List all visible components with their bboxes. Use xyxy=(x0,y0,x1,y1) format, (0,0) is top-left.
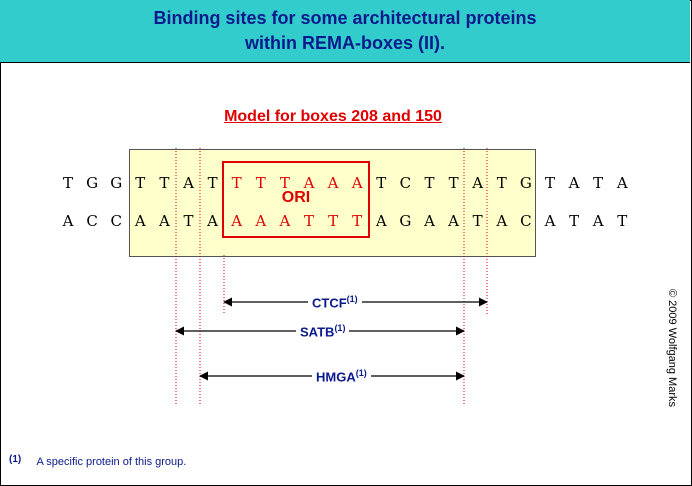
bottom-strand-base: A xyxy=(496,212,508,230)
top-strand-base: G xyxy=(519,174,532,192)
top-strand-base: G xyxy=(110,174,123,192)
top-strand-base: G xyxy=(86,174,99,192)
bottom-strand-base: G xyxy=(399,212,412,230)
bottom-strand-base: A xyxy=(231,212,243,230)
top-strand-base: T xyxy=(424,174,435,192)
top-strand-base: T xyxy=(544,174,555,192)
bottom-strand-base: T xyxy=(328,212,339,230)
bottom-strand-base: A xyxy=(424,212,435,230)
model-subtitle: Model for boxes 208 and 150 xyxy=(224,108,442,125)
top-strand-base: A xyxy=(616,174,628,192)
bottom-strand-base: C xyxy=(110,212,122,230)
top-strand-base: T xyxy=(231,174,242,192)
top-strand-base: T xyxy=(159,174,170,192)
sequence-highlight-box xyxy=(129,149,536,257)
top-strand-base: T xyxy=(593,174,604,192)
ori-box xyxy=(222,161,370,238)
satb-label: SATB(1) xyxy=(296,323,350,340)
top-strand-base: T xyxy=(135,174,146,192)
top-strand-base: T xyxy=(279,174,290,192)
title-line-2: within REMA-boxes (II). xyxy=(245,33,445,53)
top-strand-base: T xyxy=(496,174,507,192)
bottom-strand-base: A xyxy=(448,212,460,230)
bottom-strand-base: C xyxy=(86,212,98,230)
hmga-label: HMGA(1) xyxy=(312,368,371,385)
top-strand-base: A xyxy=(568,174,580,192)
top-strand-base: T xyxy=(207,174,218,192)
bottom-strand-base: C xyxy=(520,212,532,230)
title-line-1: Binding sites for some architectural pro… xyxy=(153,8,537,28)
bottom-strand-base: A xyxy=(62,212,74,230)
bottom-strand-base: T xyxy=(472,212,483,230)
bottom-strand-base: T xyxy=(183,212,194,230)
bottom-strand-base: A xyxy=(134,212,146,230)
top-strand-base: T xyxy=(376,174,387,192)
top-strand-base: A xyxy=(183,174,194,192)
bottom-strand-base: A xyxy=(158,212,170,230)
top-strand-base: T xyxy=(62,174,73,192)
bottom-strand-base: T xyxy=(569,212,580,230)
ori-label: ORI xyxy=(281,189,311,206)
bottom-strand-base: A xyxy=(592,212,604,230)
bottom-strand-base: T xyxy=(617,212,628,230)
ctcf-label: CTCF(1) xyxy=(308,294,362,311)
top-strand-base: T xyxy=(448,174,459,192)
bottom-strand-base: A xyxy=(279,212,291,230)
bottom-strand-base: A xyxy=(544,212,556,230)
copyright: © 2009 Wolfgang Marks xyxy=(666,289,678,407)
footnote: (1) A specific protein of this group. xyxy=(9,454,187,468)
header-bar: Binding sites for some architectural pro… xyxy=(0,0,690,63)
footnote-mark: (1) xyxy=(9,454,22,465)
footnote-text: A specific protein of this group. xyxy=(36,456,187,468)
top-strand-base: A xyxy=(351,174,363,192)
top-strand-base: A xyxy=(327,174,339,192)
bottom-strand-base: A xyxy=(375,212,387,230)
top-strand-base: A xyxy=(303,174,315,192)
bottom-strand-base: A xyxy=(207,212,219,230)
top-strand-base: A xyxy=(472,174,484,192)
top-strand-base: C xyxy=(399,174,412,192)
bottom-strand-base: T xyxy=(352,212,363,230)
bottom-strand-base: T xyxy=(303,212,314,230)
top-strand-base: T xyxy=(255,174,266,192)
bottom-strand-base: A xyxy=(255,212,267,230)
